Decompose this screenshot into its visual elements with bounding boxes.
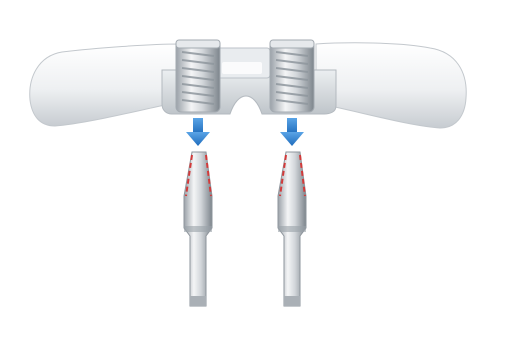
tapered-abutment <box>184 152 212 306</box>
overdenture-bar <box>30 43 466 128</box>
spring-housing <box>270 40 314 112</box>
bar-right-wing <box>316 43 466 128</box>
bar-left-wing <box>30 44 180 126</box>
arrow-down-icon <box>280 118 304 146</box>
tapered-abutment <box>278 152 306 306</box>
arrow-down-icon <box>186 118 210 146</box>
spring-housing <box>176 40 220 112</box>
